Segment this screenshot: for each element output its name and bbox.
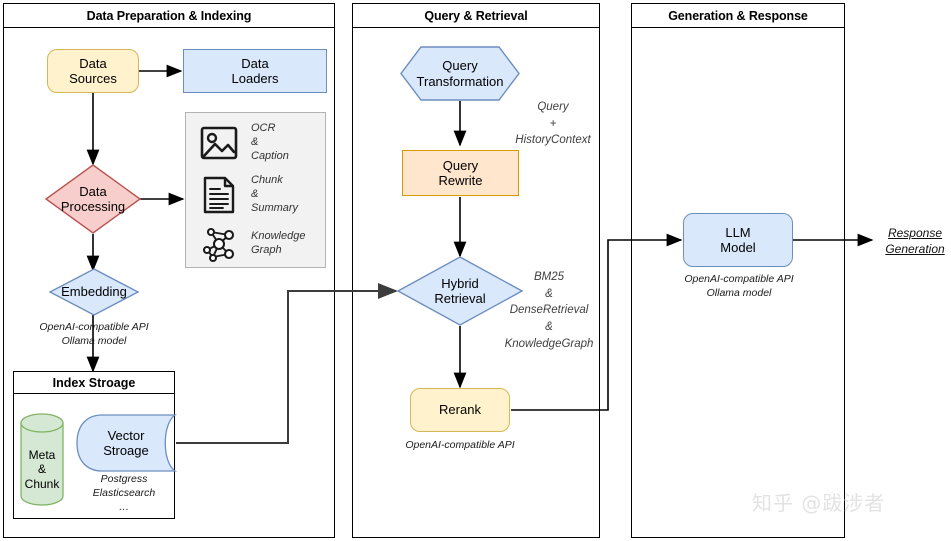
node-data-sources[interactable]: Data Sources bbox=[47, 49, 139, 93]
caption-rerank: OpenAI-compatible API bbox=[405, 439, 515, 451]
legend-row-knowledge-graph: Knowledge Graph bbox=[197, 220, 321, 268]
knowledge-graph-icon bbox=[197, 222, 241, 266]
tape-shape bbox=[76, 414, 178, 472]
document-icon bbox=[197, 173, 241, 217]
panel-title-generation-response: Generation & Response bbox=[632, 4, 844, 28]
legend-label-chunk-summary: Chunk & Summary bbox=[251, 174, 299, 214]
caption-vector-storage: Postgress Elasticsearch … bbox=[92, 473, 156, 514]
diamond-shape bbox=[48, 268, 140, 316]
node-rerank[interactable]: Rerank bbox=[410, 388, 510, 432]
node-data-loaders[interactable]: Data Loaders bbox=[183, 49, 327, 93]
panel-title-data-preparation: Data Preparation & Indexing bbox=[4, 4, 334, 28]
legend-label-knowledge-graph: Knowledge Graph bbox=[251, 230, 306, 256]
caption-llm-model: OpenAI-compatible API Ollama model bbox=[684, 273, 794, 300]
legend-row-ocr-caption: OCR & Caption bbox=[197, 118, 321, 168]
caption-embedding: OpenAI-compatible API Ollama model bbox=[39, 321, 149, 348]
node-data-processing[interactable]: Data Processing bbox=[44, 164, 142, 234]
node-meta-chunk[interactable]: Meta & Chunk bbox=[20, 413, 64, 506]
legend-row-chunk-summary: Chunk & Summary bbox=[197, 170, 321, 220]
node-query-transformation[interactable]: Query Transformation bbox=[400, 46, 520, 101]
node-llm-model[interactable]: LLM Model bbox=[683, 213, 793, 267]
panel-title-query-retrieval: Query & Retrieval bbox=[353, 4, 599, 28]
image-icon bbox=[197, 121, 241, 165]
annotation-query-context: Query + HistoryContext bbox=[515, 101, 591, 147]
cylinder-shape bbox=[20, 413, 64, 506]
node-vector-storage[interactable]: Vector Stroage bbox=[76, 414, 178, 472]
legend-label-ocr-caption: OCR & Caption bbox=[251, 122, 289, 162]
node-embedding[interactable]: Embedding bbox=[48, 268, 140, 316]
diamond-shape bbox=[44, 164, 142, 234]
index-storage-title: Index Stroage bbox=[14, 372, 174, 394]
annotation-retrieval-modes: BM25 & DenseRetrieval & KnowledgeGraph bbox=[504, 271, 594, 350]
panel-generation-response: Generation & Response bbox=[631, 3, 845, 538]
node-query-rewrite[interactable]: Query Rewrite bbox=[402, 150, 519, 196]
hexagon-shape bbox=[400, 46, 520, 101]
watermark: 知乎 @跋涉者 bbox=[752, 491, 886, 515]
diamond-shape bbox=[396, 256, 524, 326]
node-response-generation[interactable]: Response Generation bbox=[885, 226, 945, 256]
